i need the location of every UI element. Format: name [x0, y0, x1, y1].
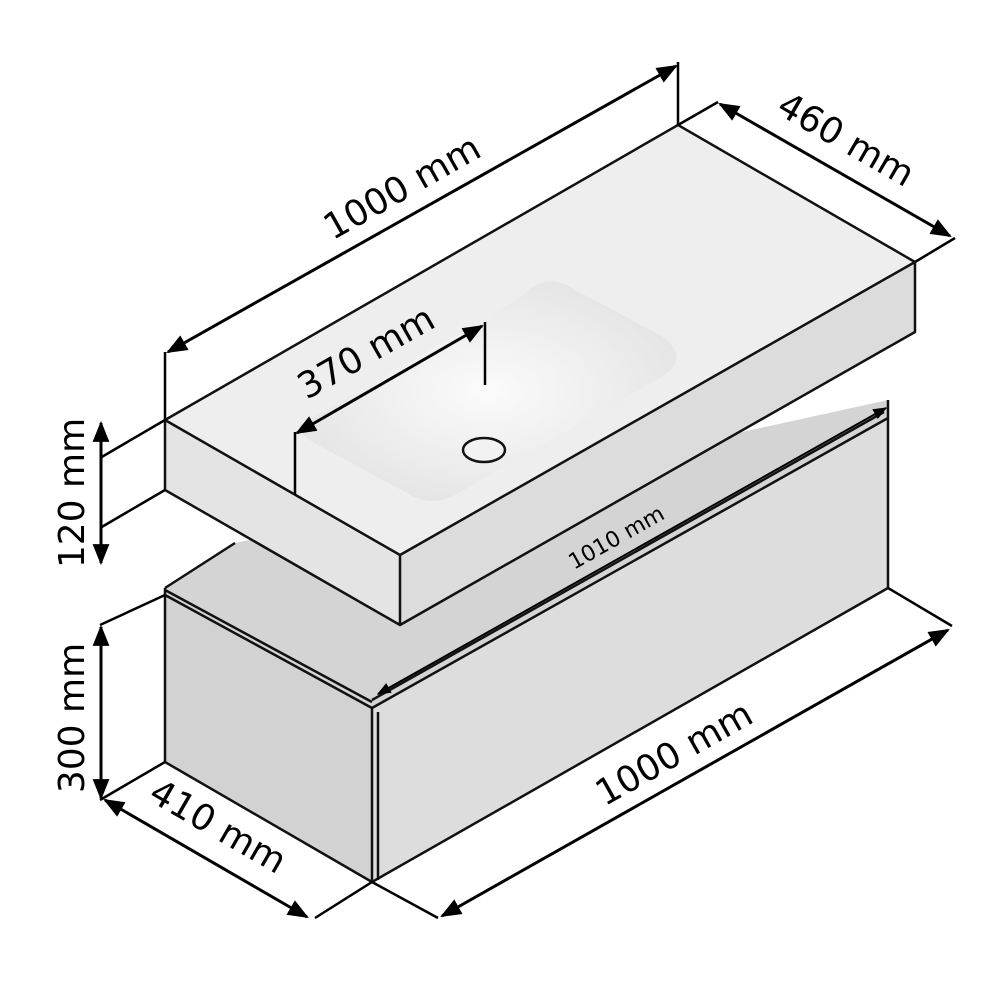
dim-line-cabinet-depth: [103, 798, 309, 919]
label-cabinet-height: 300 mm: [52, 643, 93, 793]
dim-line-basin-width: [295, 324, 484, 435]
label-countertop-depth: 460 mm: [770, 85, 921, 196]
countertop-left-face: [165, 420, 400, 625]
dim-line-countertop-depth: [718, 102, 952, 238]
drain: [461, 436, 507, 464]
label-countertop-height: 120 mm: [52, 418, 93, 568]
dim-line-countertop-length: [166, 64, 678, 354]
dim-line-cabinet-length: [440, 628, 950, 918]
cabinet-side-face: [165, 595, 372, 882]
dimension-lines: [92, 62, 956, 920]
